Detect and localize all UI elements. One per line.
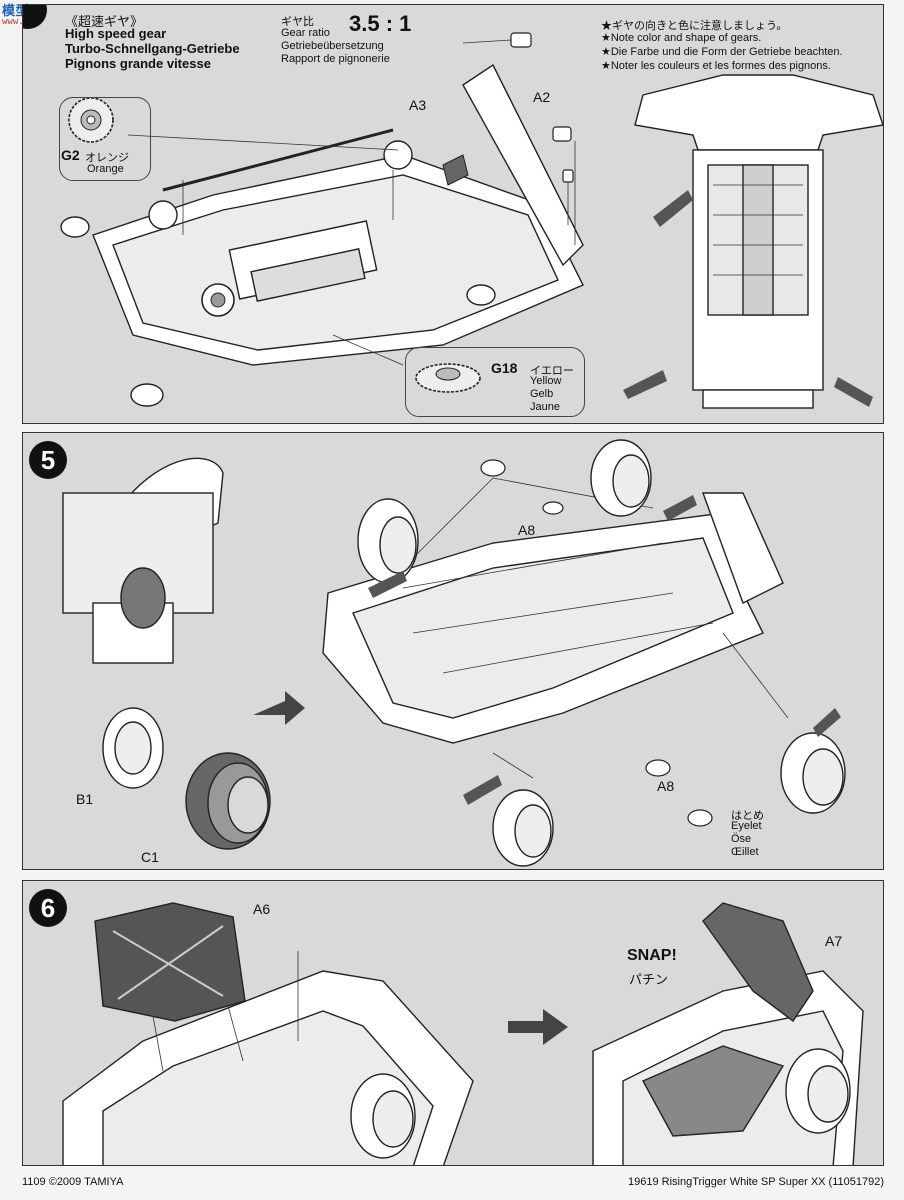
- note-line-en: ★Note color and shape of gears.: [601, 32, 762, 44]
- part-label-c1: C1: [141, 849, 159, 865]
- step-5-illustration: [62, 439, 846, 867]
- part-label-a2: A2: [533, 89, 551, 105]
- eyelet-label-de: Öse: [731, 833, 752, 845]
- part-label-a8-bottom: A8: [657, 778, 675, 794]
- g2-part-code: G2: [61, 147, 80, 163]
- g18-color-fr: Jaune: [530, 401, 560, 413]
- gear-ratio-label-de: Getriebeübersetzung: [281, 40, 384, 52]
- gear-ratio-label-fr: Rapport de pignonerie: [281, 53, 390, 65]
- g18-part-code: G18: [491, 360, 518, 376]
- step-6-number-badge: 6: [29, 889, 67, 927]
- part-label-b1: B1: [76, 791, 94, 807]
- g18-callout-box: [405, 347, 585, 417]
- eyelet-label-en: Eyelet: [731, 820, 762, 832]
- part-label-a3: A3: [409, 97, 427, 113]
- part-label-a8-top: A8: [518, 522, 536, 538]
- gear-ratio-label-en: Gear ratio: [281, 27, 330, 39]
- note-line-fr: ★Noter les couleurs et les formes des pi…: [601, 60, 831, 72]
- g18-color-de: Gelb: [530, 388, 554, 400]
- eyelet-label-fr: Œillet: [731, 846, 759, 858]
- gear-ratio-value: 3.5 : 1: [349, 11, 412, 36]
- footer-copyright: 1109 ©2009 TAMIYA: [22, 1176, 124, 1188]
- part-label-a7: A7: [825, 933, 843, 949]
- note-line-de: ★Die Farbe und die Form der Getriebe bea…: [601, 46, 843, 58]
- step-4-illustration: [60, 32, 883, 409]
- snap-label-en: SNAP!: [627, 947, 677, 964]
- g2-color-jp: オレンジ: [85, 152, 129, 164]
- part-label-a6: A6: [253, 901, 271, 917]
- step-4-title-en: High speed gear: [65, 26, 167, 41]
- g2-color-en: Orange: [87, 163, 124, 175]
- step-4-japanese-title: 《超速ギヤ》: [65, 14, 144, 29]
- eyelet-label-jp: はとめ: [731, 810, 764, 822]
- step-5-number-badge: 5: [29, 441, 67, 479]
- snap-label-jp: パチン: [629, 972, 669, 987]
- step-6-panel: 6 A6 A7 SNAP! パチン: [22, 880, 884, 1166]
- step-5-panel: 5 A8 A8 B1 C1 はとめ Eyelet Öse Œillet: [22, 432, 884, 870]
- gear-ratio-label-jp: ギヤ比: [281, 16, 314, 28]
- step-4-title-fr: Pignons grande vitesse: [65, 56, 211, 71]
- g18-color-en: Yellow: [530, 375, 562, 387]
- note-line-jp: ★ギヤの向きと色に注意しましょう。: [601, 20, 788, 32]
- footer-product-code: 19619 RisingTrigger White SP Super XX (1…: [628, 1176, 884, 1188]
- step-4-title-de: Turbo-Schnellgang-Getriebe: [65, 41, 240, 56]
- step-4-panel: 《超速ギヤ》 High speed gear Turbo-Schnellgang…: [22, 4, 884, 424]
- g2-callout-box: [59, 97, 151, 181]
- step-6-illustration: [62, 902, 864, 1165]
- g18-color-jp: イエロー: [530, 365, 574, 377]
